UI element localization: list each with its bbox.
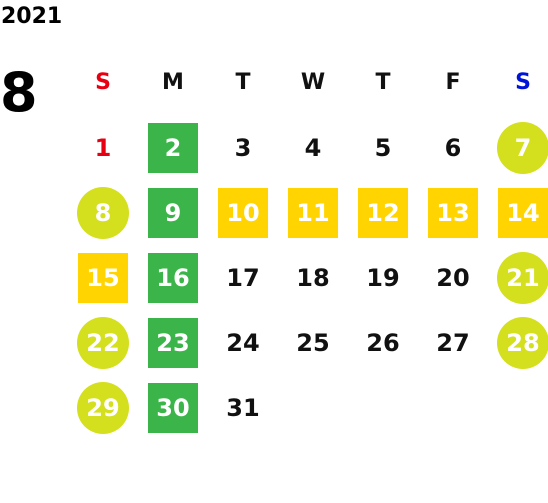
yellow-highlight <box>218 187 268 238</box>
day-cell[interactable]: 21 <box>488 245 548 310</box>
day-number: 12 <box>366 198 400 227</box>
day-number: 16 <box>156 263 190 292</box>
day-number: 13 <box>436 198 470 227</box>
day-number: 23 <box>156 328 190 357</box>
day-cell[interactable]: 1 <box>68 115 138 180</box>
day-cell[interactable]: 2 <box>138 115 208 180</box>
day-cell[interactable]: 13 <box>418 180 488 245</box>
weekday-label: S <box>95 70 111 95</box>
green-highlight <box>148 122 198 173</box>
day-number: 17 <box>226 263 260 292</box>
day-cell[interactable]: 28 <box>488 310 548 375</box>
month-label: 8 <box>0 61 38 124</box>
day-number: 27 <box>436 328 470 357</box>
day-cell[interactable]: 9 <box>138 180 208 245</box>
weekday-label: T <box>235 70 251 95</box>
day-cell[interactable]: 22 <box>68 310 138 375</box>
day-number: 28 <box>506 328 540 357</box>
weekday-label: F <box>445 70 461 95</box>
year-label: 2021 <box>1 4 63 29</box>
day-number: 31 <box>226 393 260 422</box>
circle-highlight <box>77 186 129 239</box>
day-number: 20 <box>436 263 470 292</box>
day-cell[interactable]: 24 <box>208 310 278 375</box>
circle-highlight <box>77 316 129 369</box>
day-number: 6 <box>444 133 462 162</box>
yellow-highlight <box>428 187 478 238</box>
day-number: 11 <box>296 198 330 227</box>
day-number: 24 <box>226 328 260 357</box>
day-number: 2 <box>164 133 182 162</box>
day-cell[interactable]: 20 <box>418 245 488 310</box>
day-number: 21 <box>506 263 540 292</box>
weekday-header-fri: F <box>418 50 488 115</box>
day-number: 26 <box>366 328 400 357</box>
circle-highlight <box>497 251 548 304</box>
day-cell[interactable]: 31 <box>208 375 278 440</box>
weekday-label: W <box>300 70 326 95</box>
day-cell[interactable]: 3 <box>208 115 278 180</box>
day-number: 19 <box>366 263 400 292</box>
circle-highlight <box>77 381 129 434</box>
day-cell[interactable]: 4 <box>278 115 348 180</box>
yellow-highlight <box>358 187 408 238</box>
day-number: 18 <box>296 263 330 292</box>
yellow-highlight <box>498 187 548 238</box>
day-cell[interactable]: 27 <box>418 310 488 375</box>
day-cell[interactable]: 17 <box>208 245 278 310</box>
day-cell[interactable]: 12 <box>348 180 418 245</box>
day-cell[interactable]: 5 <box>348 115 418 180</box>
weekday-label: T <box>375 70 391 95</box>
day-cell[interactable]: 18 <box>278 245 348 310</box>
day-number: 1 <box>94 133 112 162</box>
day-cell[interactable]: 7 <box>488 115 548 180</box>
weekday-header-wed: W <box>278 50 348 115</box>
green-highlight <box>148 187 198 238</box>
day-cell[interactable]: 25 <box>278 310 348 375</box>
weekday-header-sat: S <box>488 50 548 115</box>
weekday-header-sun: S <box>68 50 138 115</box>
weekday-header-tue: T <box>208 50 278 115</box>
day-number: 4 <box>304 133 322 162</box>
day-number: 5 <box>374 133 392 162</box>
yellow-highlight <box>78 252 128 303</box>
day-number: 3 <box>234 133 252 162</box>
day-cell[interactable]: 14 <box>488 180 548 245</box>
day-number: 7 <box>514 133 532 162</box>
green-highlight <box>148 252 198 303</box>
day-number: 10 <box>226 198 260 227</box>
day-number: 25 <box>296 328 330 357</box>
weekday-header-mon: M <box>138 50 208 115</box>
day-number: 8 <box>94 198 112 227</box>
day-number: 30 <box>156 393 190 422</box>
day-number: 9 <box>164 198 182 227</box>
day-cell[interactable]: 16 <box>138 245 208 310</box>
day-cell[interactable]: 29 <box>68 375 138 440</box>
day-cell[interactable]: 8 <box>68 180 138 245</box>
day-cell[interactable]: 6 <box>418 115 488 180</box>
day-cell[interactable]: 10 <box>208 180 278 245</box>
circle-highlight <box>497 316 548 369</box>
circle-highlight <box>497 121 548 174</box>
day-cell[interactable]: 11 <box>278 180 348 245</box>
weekday-label: M <box>162 70 184 95</box>
day-number: 14 <box>506 198 540 227</box>
weekday-header-thu: T <box>348 50 418 115</box>
day-cell[interactable]: 15 <box>68 245 138 310</box>
day-number: 22 <box>86 328 120 357</box>
weekday-label: S <box>515 70 531 95</box>
day-number: 15 <box>86 263 120 292</box>
day-cell[interactable]: 19 <box>348 245 418 310</box>
green-highlight <box>148 317 198 368</box>
yellow-highlight <box>288 187 338 238</box>
day-cell[interactable]: 30 <box>138 375 208 440</box>
day-number: 29 <box>86 393 120 422</box>
day-cell[interactable]: 23 <box>138 310 208 375</box>
green-highlight <box>148 382 198 433</box>
day-cell[interactable]: 26 <box>348 310 418 375</box>
